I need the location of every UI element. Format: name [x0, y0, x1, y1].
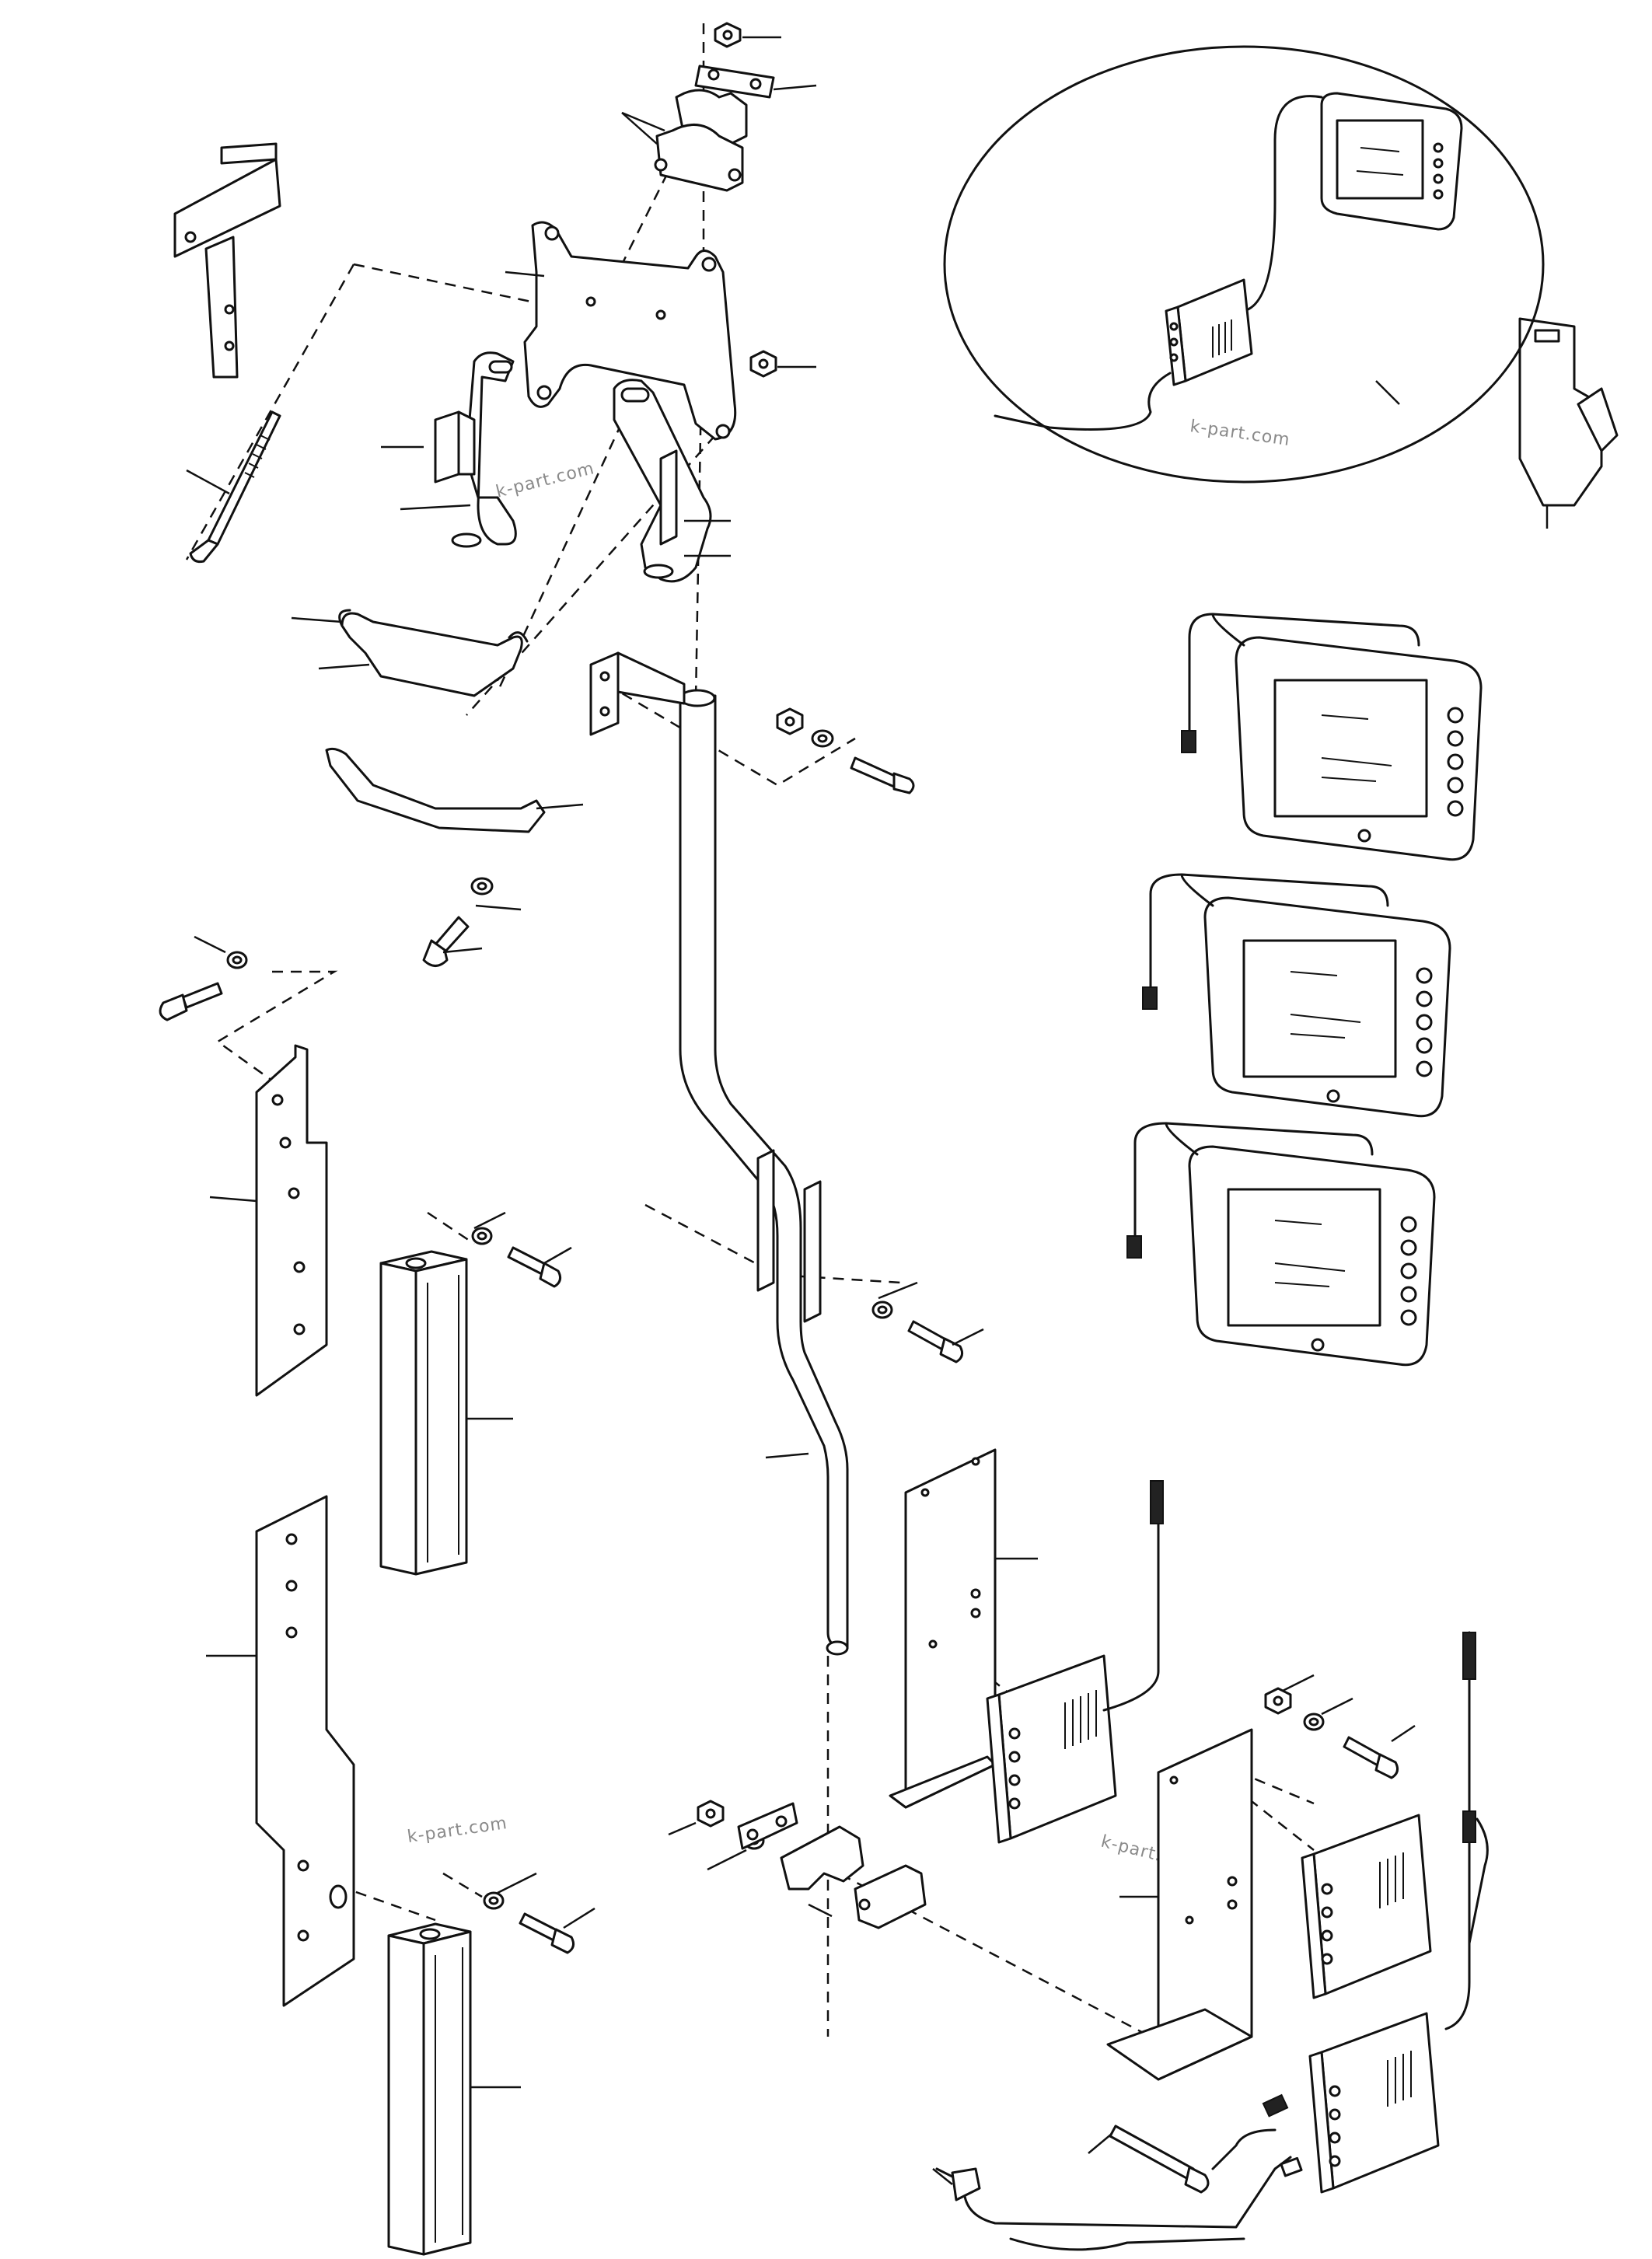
monitor — [1211, 92, 1463, 320]
lower-pipe-clamp — [737, 1802, 927, 1929]
cap-screw — [507, 1246, 562, 1288]
watermark-text: k-part.com — [406, 1814, 508, 1847]
monitor — [1126, 1122, 1436, 1367]
control-box — [1301, 1814, 1432, 1999]
long-bolt — [186, 410, 281, 563]
control-box — [986, 1480, 1164, 1844]
nut — [1264, 1687, 1292, 1715]
control-box — [1165, 278, 1253, 386]
perforated-plate — [255, 1044, 328, 1397]
box-mounting-plate — [1106, 1728, 1253, 2081]
nut — [776, 707, 804, 735]
mounting-plate — [523, 221, 737, 441]
t-bracket — [173, 142, 281, 379]
washer — [471, 1227, 493, 1245]
square-tube — [379, 1250, 468, 1576]
bent-strap — [325, 747, 546, 833]
mounting-pole — [589, 651, 849, 1656]
leader-lines — [194, 36, 1416, 2185]
washer — [871, 1301, 893, 1319]
washer — [1303, 1713, 1325, 1731]
washer — [226, 951, 248, 969]
watermark-text: k-part.com — [494, 459, 596, 502]
assembly-lines — [185, 23, 1315, 2038]
wire-harness — [1462, 1810, 1476, 1843]
nut — [697, 1800, 725, 1828]
nut — [749, 350, 777, 378]
box-mounting-plate — [889, 1448, 997, 1809]
fuse-holder — [1518, 317, 1619, 529]
nut — [714, 22, 742, 48]
washer — [811, 729, 834, 748]
wire-harness — [1462, 1632, 1476, 1680]
monitor — [1142, 873, 1451, 1118]
watermark-text: k-part.com — [1189, 417, 1291, 450]
wire-harness — [1444, 1631, 1471, 2030]
washer — [470, 877, 494, 896]
wire-harness — [935, 2093, 1303, 2251]
hook-strap — [338, 609, 529, 697]
cap-screw — [159, 982, 223, 1021]
camera-monitor-kit — [943, 45, 1545, 484]
square-tube — [387, 1922, 472, 2256]
cap-screw — [1343, 1736, 1399, 1779]
cap-screw — [850, 756, 915, 794]
washer — [483, 1891, 505, 1910]
upper-pipe-clamp — [621, 65, 775, 192]
long-bolt — [1109, 2125, 1210, 2194]
cap-screw — [422, 916, 470, 967]
stepped-plate — [255, 1495, 355, 2007]
cap-screw — [907, 1320, 964, 1363]
slotted-bracket-left — [434, 351, 517, 548]
control-box — [1308, 2012, 1440, 2194]
monitor — [1181, 613, 1483, 861]
cap-screw — [519, 1912, 575, 1954]
